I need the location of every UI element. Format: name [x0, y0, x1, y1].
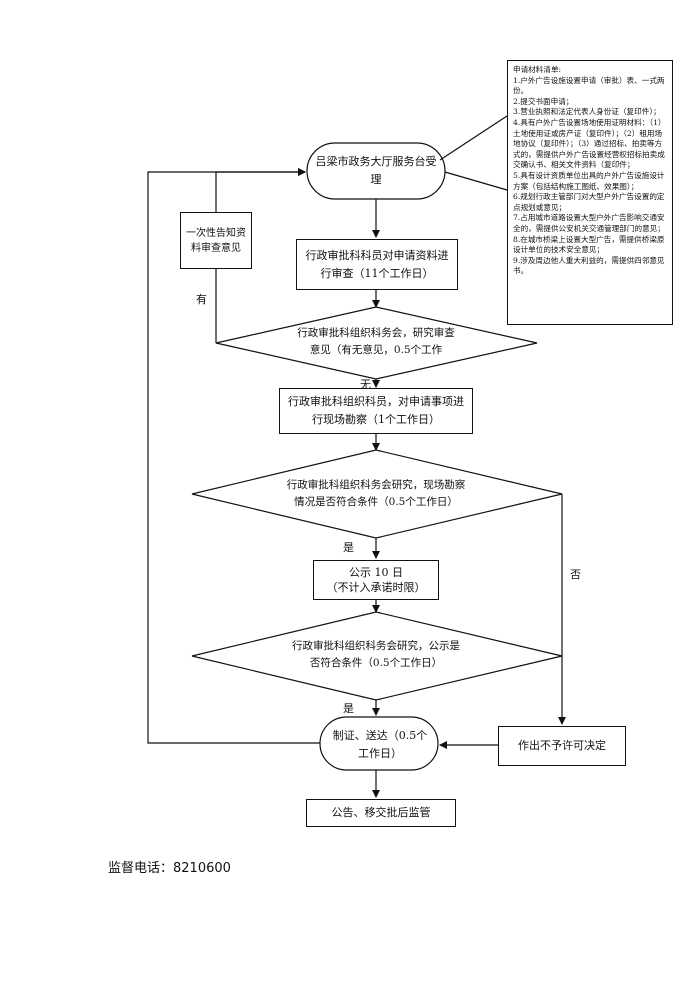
- decision1-label: 行政审批科组织科务会，研究审查意见（有无意见，0.5个工作: [297, 327, 455, 356]
- announce-node: 公告、移交批后监管: [306, 799, 456, 827]
- feedback-node: 一次性告知资料审查意见: [180, 212, 252, 269]
- decision2-node: 行政审批科组织科务会研究，现场勘察情况是否符合条件（0.5个工作日）: [284, 477, 468, 511]
- materials-item: 3.营业执照和法定代表人身份证（复印件）；: [513, 107, 661, 117]
- publicity-label-1: 公示 10 日: [349, 566, 403, 579]
- materials-list: 申请材料清单: 1.户外广告设施设置申请（审批）表、一式两份。 2.提交书面申请…: [507, 60, 673, 325]
- supervision-phone: 监督电话：8210600: [108, 861, 231, 876]
- materials-item: 9.涉及周边他人重大利益的，需提供四邻意见书。: [513, 255, 665, 276]
- branch-label-yes-2: 是: [343, 702, 354, 715]
- feedback-node-label: 一次性告知资料审查意见: [186, 227, 246, 254]
- start-node-label: 吕梁市政务大厅服务台受理: [315, 155, 437, 186]
- edge-start-materials-2: [444, 171, 508, 191]
- inspect-node-label: 行政审批科组织科员，对申请事项进行现场勘察（1个工作日）: [288, 395, 464, 426]
- materials-item: 8.在城市桥梁上设置大型广告，需提供桥梁原设计单位的技术安全意见；: [513, 234, 665, 255]
- edge-feedback-start: [215, 168, 306, 212]
- decision2-label: 行政审批科组织科务会研究，现场勘察情况是否符合条件（0.5个工作日）: [286, 479, 466, 508]
- materials-title: 申请材料清单:: [513, 65, 562, 74]
- certify-node-label: 制证、送达（0.5个工作日）: [332, 729, 428, 760]
- reject-node: 作出不予许可决定: [498, 726, 626, 766]
- certify-node: 制证、送达（0.5个工作日）: [328, 727, 432, 763]
- materials-item: 5.具有设计资质单位出具的户外广告设施设计方案（包括结构施工图纸、效果图）；: [513, 170, 665, 191]
- inspect-node: 行政审批科组织科员，对申请事项进行现场勘察（1个工作日）: [279, 388, 473, 434]
- publicity-label-2: （不计入承诺时限）: [326, 581, 426, 594]
- review-node-label: 行政审批科科员对申请资料进行审查（11个工作日）: [305, 248, 449, 280]
- materials-item: 2.提交书面申请；: [513, 96, 574, 106]
- materials-item: 1.户外广告设施设置申请（审批）表、一式两份。: [513, 75, 665, 96]
- branch-label-has: 有: [196, 293, 207, 306]
- branch-label-yes-1: 是: [343, 541, 354, 554]
- decision3-node: 行政审批科组织科务会研究，公示是否符合条件（0.5个工作日）: [289, 638, 463, 672]
- reject-node-label: 作出不予许可决定: [518, 739, 606, 752]
- review-node: 行政审批科科员对申请资料进行审查（11个工作日）: [296, 239, 458, 290]
- decision3-label: 行政审批科组织科务会研究，公示是否符合条件（0.5个工作日）: [292, 640, 460, 669]
- branch-label-no: 否: [570, 568, 581, 581]
- publicity-node: 公示 10 日 （不计入承诺时限）: [313, 560, 439, 600]
- announce-node-label: 公告、移交批后监管: [331, 806, 431, 819]
- edge-certify-loop-start: [147, 168, 320, 744]
- materials-item: 6.规划行政主管部门对大型户外广告设置的定点规划或意见；: [513, 192, 665, 212]
- edge-start-materials: [439, 115, 508, 161]
- materials-item: 7.占用城市道路设置大型户外广告影响交通安全的，需提供公安机关交通管理部门的意见…: [513, 213, 665, 233]
- branch-label-none: 无: [360, 378, 371, 391]
- materials-item: 4.具有户外广告设置场地使用证明材料：（1）土地使用证或房产证（复印件）；（2）…: [513, 117, 666, 170]
- decision1-node: 行政审批科组织科务会，研究审查意见（有无意见，0.5个工作: [296, 325, 456, 359]
- start-node: 吕梁市政务大厅服务台受理: [312, 153, 440, 189]
